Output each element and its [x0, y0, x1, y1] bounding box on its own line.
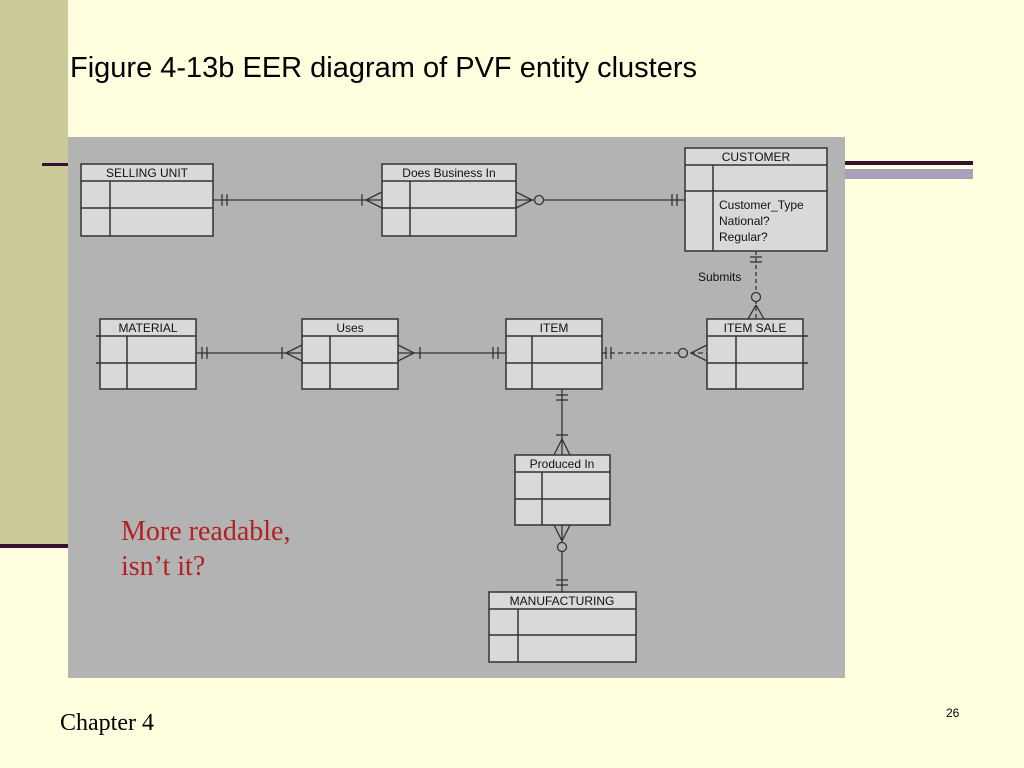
relationship-submits-label: Submits [698, 270, 741, 284]
top-rule-left [42, 163, 68, 166]
bottom-rule-left [0, 544, 68, 548]
entity-does-business-in: Does Business In [381, 163, 517, 237]
entity-produced-in-label: Produced In [530, 457, 595, 471]
customer-attribute-type: Customer_Type [719, 198, 804, 212]
readability-note-line-1: More readable, [121, 516, 291, 547]
customer-attribute-national: National? [719, 214, 770, 228]
customer-attribute-regular: Regular? [719, 230, 768, 244]
readability-note: More readable, isn’t it? [121, 514, 290, 584]
entity-uses-label: Uses [336, 321, 363, 335]
entity-manufacturing: MANUFACTURING [488, 591, 637, 663]
slide-title: Figure 4-13b EER diagram of PVF entity c… [70, 52, 697, 84]
entity-customer-label: CUSTOMER [722, 150, 791, 164]
entity-selling-unit-label: SELLING UNIT [106, 166, 189, 180]
entity-uses: Uses [301, 318, 399, 390]
eer-diagram-canvas: SELLING UNIT Does Business In CUSTOMER C… [80, 147, 828, 663]
entity-item: ITEM [505, 318, 603, 390]
entity-item-sale-label: ITEM SALE [724, 321, 787, 335]
page-number: 26 [946, 706, 960, 720]
entity-customer: CUSTOMER Customer_Type National? Regular… [684, 147, 828, 252]
chapter-footer: Chapter 4 [60, 710, 154, 736]
entity-item-sale: ITEM SALE [706, 318, 808, 390]
entity-item-label: ITEM [540, 321, 569, 335]
entity-does-business-in-label: Does Business In [402, 166, 495, 180]
top-rule-right [845, 161, 973, 165]
entity-produced-in: Produced In [514, 454, 611, 526]
eer-diagram: SELLING UNIT Does Business In CUSTOMER C… [68, 137, 845, 678]
left-decorative-band [0, 0, 68, 545]
entity-manufacturing-label: MANUFACTURING [510, 594, 615, 608]
entity-selling-unit: SELLING UNIT [80, 163, 214, 237]
entity-material-label: MATERIAL [118, 321, 177, 335]
readability-note-line-2: isn’t it? [121, 551, 206, 582]
top-rule-right-light [845, 169, 973, 179]
entity-material: MATERIAL [96, 318, 197, 390]
